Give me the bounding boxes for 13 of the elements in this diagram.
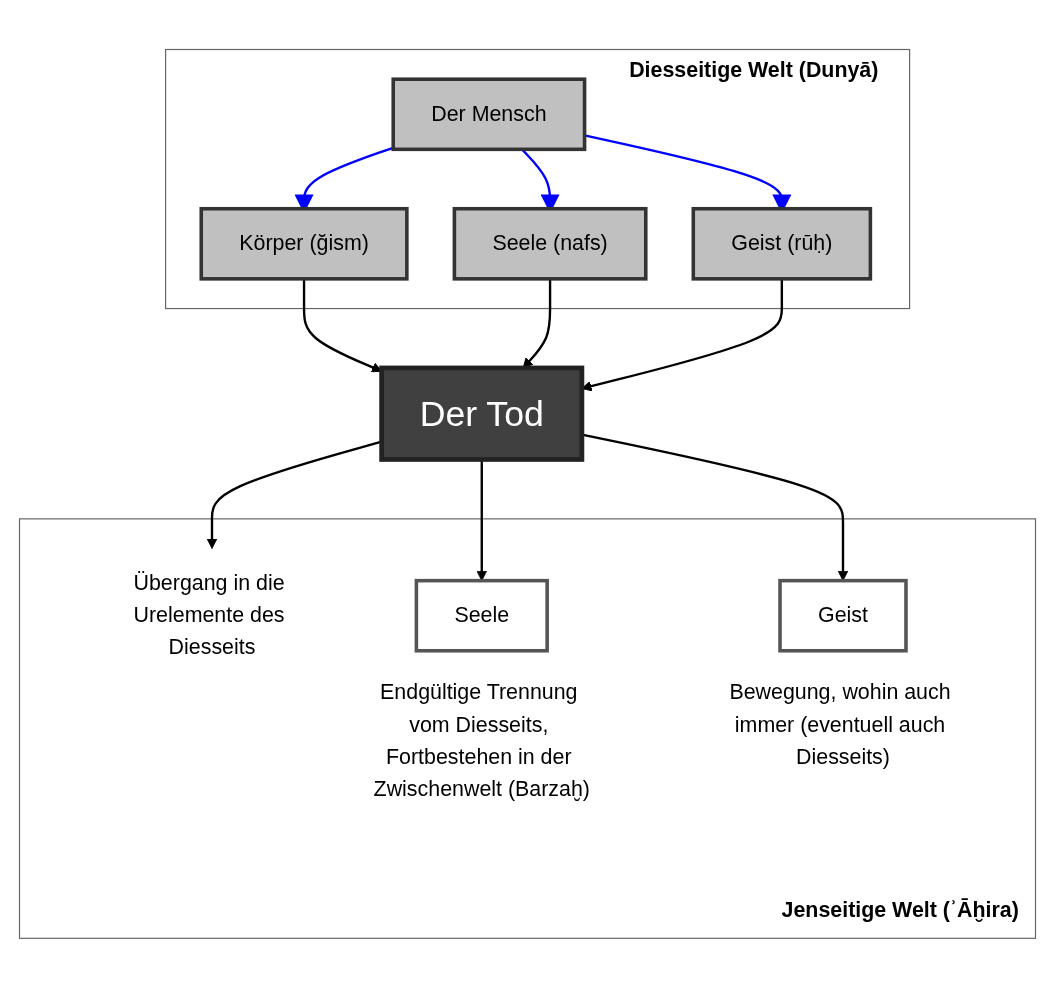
node-box <box>391 77 587 151</box>
node-box <box>691 206 873 281</box>
node-label: Endgültige Trennung vom Diesseits, Fortbestehen in der Zwischenwelt (Barzaḫ) <box>373 680 590 801</box>
node-label: Bewegung, wohin auch immer (eventuell auch Diesseits) <box>729 680 951 768</box>
cluster <box>18 517 1037 939</box>
cluster <box>165 48 911 309</box>
node-box <box>452 206 648 281</box>
node-box <box>414 578 549 653</box>
node-box <box>199 206 409 281</box>
diagram-drawing: Diesseitige Welt (Dunyā) Der Mensch Körper (ğism) Seele (nafs) Geist (rūḥ) Der Tod Übergang in die Urelemente des Diesseits Seele Endgültige Trennung vom Diesseits, Fortbestehen in der Zwischenwelt (Barzaḫ) Geist Bewegung, wohin auch immer (eventuell auch Diesseits) Jenseitige Welt (ʾĀḫira) <box>10 39 1045 948</box>
node-text: Übergang in die Urelemente des Diesseits <box>133 570 285 659</box>
node-box <box>778 578 908 653</box>
node-box <box>379 365 585 462</box>
